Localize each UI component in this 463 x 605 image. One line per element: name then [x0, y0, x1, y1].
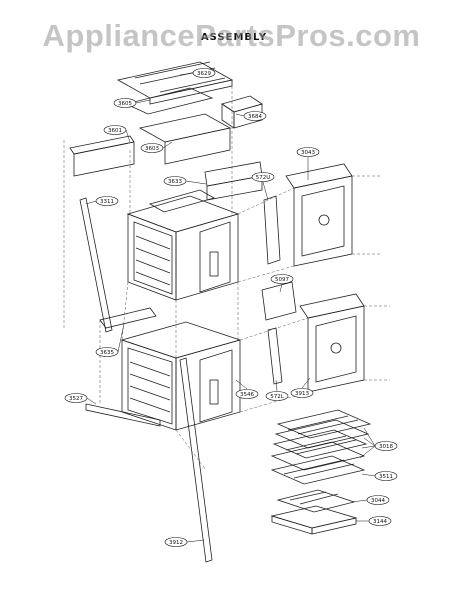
rear-panel-lower	[267, 293, 365, 393]
lower-oven-cavity	[120, 321, 242, 431]
callout-572L	[265, 391, 289, 401]
broil-pan	[270, 489, 358, 535]
callout-text-572L: 572L	[270, 394, 284, 400]
callout-3913	[290, 388, 314, 398]
callout-text-3043: 3043	[301, 150, 315, 156]
diagram-title: ASSEMBLY	[200, 32, 268, 43]
callout-text-5097: 5097	[275, 277, 289, 283]
assembly-guide-lines	[63, 86, 390, 471]
callout-text-3546: 3546	[240, 392, 254, 398]
callout-text-3684: 3684	[248, 114, 262, 120]
callout-text-3601: 3601	[108, 128, 122, 134]
callout-3546	[235, 389, 259, 399]
callout-text-3605: 3605	[118, 101, 132, 107]
lower-trim	[85, 403, 161, 427]
callout-text-3527: 3527	[69, 396, 83, 402]
side-rail-left	[79, 197, 213, 563]
oven-racks	[270, 409, 372, 485]
rear-panel-upper	[285, 163, 353, 267]
callout-text-3511: 3511	[379, 474, 393, 480]
callout-text-572U: 572U	[256, 175, 271, 181]
callout-text-3603: 3603	[145, 146, 159, 152]
callout-3043	[296, 147, 320, 157]
callout-text-3044: 3044	[371, 498, 385, 504]
callout-text-3311: 3311	[100, 199, 114, 205]
callouts	[64, 68, 398, 547]
callout-text-3633: 3633	[168, 179, 182, 185]
callout-text-3913: 3913	[295, 391, 309, 397]
callout-572U	[251, 172, 275, 182]
upper-oven-cavity	[126, 189, 240, 301]
callout-text-3912: 3912	[169, 540, 183, 546]
mid-brackets	[99, 195, 297, 329]
callout-text-3144: 3144	[373, 519, 387, 525]
callout-text-3635: 3635	[100, 350, 114, 356]
leader-lines	[85, 72, 376, 543]
callout-text-3629: 3629	[197, 71, 211, 77]
callout-5097	[270, 274, 294, 284]
callout-text-3018: 3018	[379, 444, 393, 450]
